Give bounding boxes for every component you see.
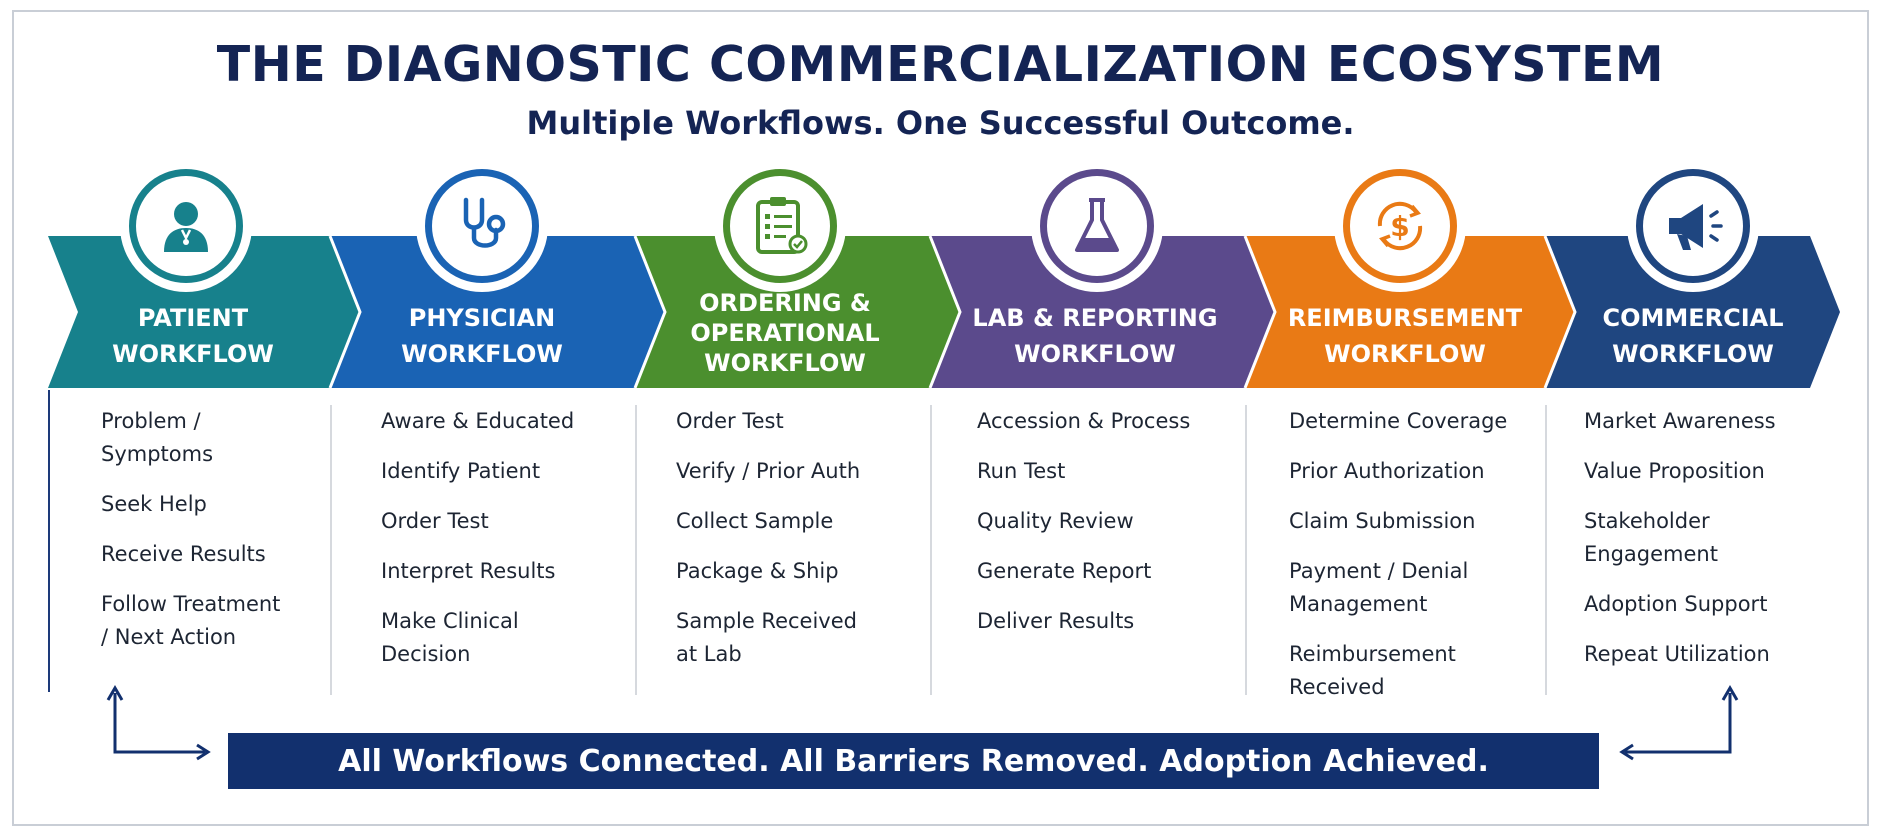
- list-item: Reimbursement Received: [1289, 642, 1456, 699]
- list-item: Aware & Educated: [381, 409, 575, 433]
- list-item: Order Test: [676, 409, 784, 433]
- chevron-reimbursement: [1245, 236, 1575, 388]
- patient-workflow-steps: Problem / Symptoms Seek Help Receive Res…: [101, 405, 311, 671]
- clipboard-checklist-icon: [756, 197, 808, 254]
- list-item: Seek Help: [101, 492, 207, 516]
- list-item: Receive Results: [101, 542, 266, 566]
- svg-text:$: $: [1390, 210, 1409, 243]
- chevron-commercial: [1545, 236, 1840, 388]
- list-item: Quality Review: [977, 509, 1134, 533]
- chevron-lab: [930, 236, 1275, 388]
- patient-icon: [164, 202, 208, 252]
- list-item: Identify Patient: [381, 459, 541, 483]
- list-item: Run Test: [977, 459, 1066, 483]
- list-item: Repeat Utilization: [1584, 642, 1770, 666]
- physician-badge: [416, 160, 548, 292]
- ordering-badge: [714, 160, 846, 292]
- list-item: Claim Submission: [1289, 509, 1476, 533]
- list-item: Stakeholder Engagement: [1584, 509, 1718, 566]
- diagram-subtitle: Multiple Workflows. One Successful Outco…: [526, 104, 1355, 142]
- lab-badge: [1031, 160, 1163, 292]
- column-divider: [1545, 405, 1547, 695]
- physician-workflow-steps: Aware & Educated Identify Patient Order …: [381, 405, 621, 688]
- column-divider: [330, 405, 332, 695]
- list-item: Order Test: [381, 509, 489, 533]
- chevron-physician: [330, 236, 665, 388]
- dollar-cycle-icon: $: [1377, 201, 1423, 251]
- commercial-workflow-steps: Market Awareness Value Proposition Stake…: [1584, 405, 1814, 688]
- list-item: Verify / Prior Auth: [676, 459, 861, 483]
- lab-workflow-steps: Accession & Process Run Test Quality Rev…: [977, 405, 1227, 655]
- left-connector-line: [48, 390, 50, 692]
- ordering-workflow-steps: Order Test Verify / Prior Auth Collect S…: [676, 405, 916, 688]
- column-divider: [1245, 405, 1247, 695]
- list-item: Sample Received at Lab: [676, 609, 857, 666]
- workflow-chevron-band: [48, 235, 1840, 389]
- reimbursement-badge: $: [1334, 160, 1466, 292]
- chevron-ordering: [635, 236, 960, 388]
- chevron-patient: [48, 236, 360, 388]
- list-item: Package & Ship: [676, 559, 839, 583]
- list-item: Determine Coverage: [1289, 409, 1508, 433]
- list-item: Market Awareness: [1584, 409, 1776, 433]
- commercial-badge: [1627, 160, 1759, 292]
- diagram-frame: [12, 10, 1869, 826]
- list-item: Adoption Support: [1584, 592, 1768, 616]
- reimbursement-workflow-steps: Determine Coverage Prior Authorization C…: [1289, 405, 1534, 721]
- list-item: Generate Report: [977, 559, 1152, 583]
- list-item: Deliver Results: [977, 609, 1135, 633]
- column-divider: [930, 405, 932, 695]
- column-divider: [635, 405, 637, 695]
- patient-badge: [120, 160, 252, 292]
- list-item: Accession & Process: [977, 409, 1191, 433]
- list-item: Value Proposition: [1584, 459, 1765, 483]
- list-item: Interpret Results: [381, 559, 556, 583]
- list-item: Payment / Denial Management: [1289, 559, 1469, 616]
- megaphone-icon: [1669, 204, 1723, 250]
- stethoscope-icon: [463, 197, 506, 248]
- list-item: Follow Treatment / Next Action: [101, 592, 281, 649]
- diagram-title: THE DIAGNOSTIC COMMERCIALIZATION ECOSYST…: [216, 36, 1665, 93]
- bottom-banner: All Workflows Connected. All Barriers Re…: [228, 733, 1599, 789]
- list-item: Make Clinical Decision: [381, 609, 519, 666]
- flask-icon: [1075, 198, 1119, 252]
- list-item: Collect Sample: [676, 509, 834, 533]
- list-item: Problem / Symptoms: [101, 409, 214, 466]
- list-item: Prior Authorization: [1289, 459, 1485, 483]
